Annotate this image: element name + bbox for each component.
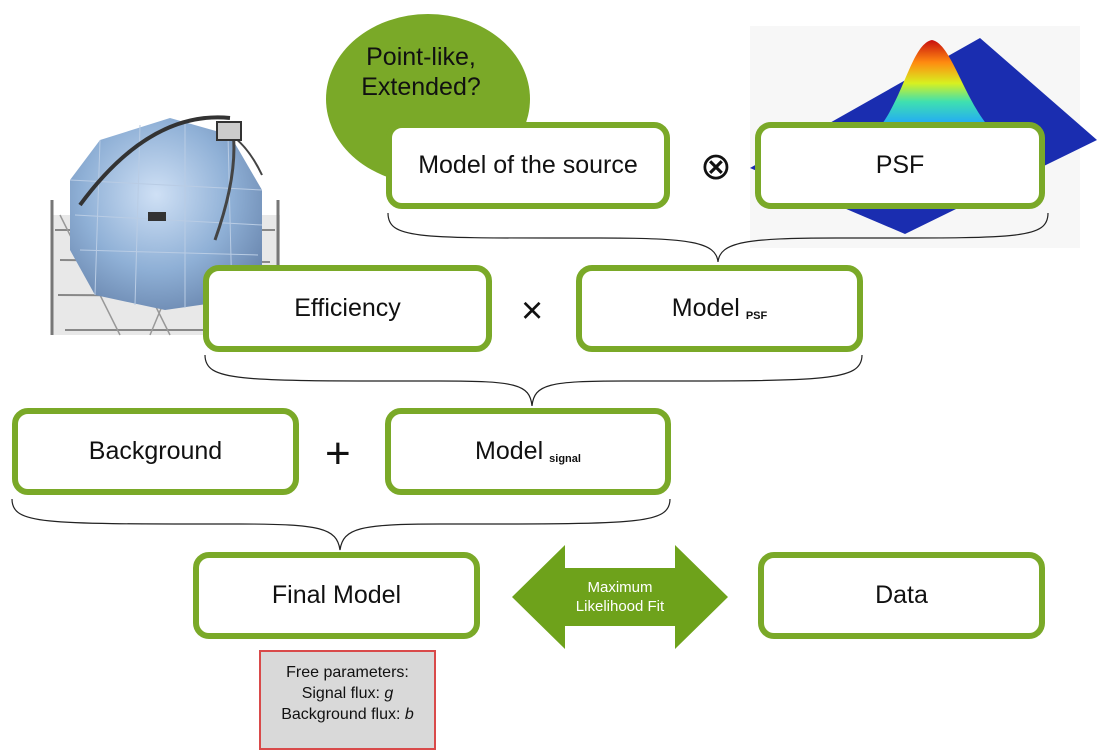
efficiency-label: Efficiency	[294, 294, 401, 322]
brace-row3	[11, 498, 671, 551]
telescope-arch	[78, 115, 263, 241]
bubble-text: Point-like, Extended?	[361, 43, 481, 101]
multiplication-operator: ×	[521, 290, 544, 332]
arrow-label-line1: Maximum	[587, 579, 653, 596]
model-psf-box: Model PSF	[576, 265, 863, 352]
background-label: Background	[88, 437, 223, 465]
maximum-likelihood-arrow	[512, 545, 728, 649]
background-box: Background	[12, 408, 299, 495]
psf-label: PSF	[875, 151, 925, 179]
params-background-var: b	[404, 706, 414, 723]
psf-box: PSF	[755, 122, 1045, 209]
efficiency-box: Efficiency	[203, 265, 492, 352]
model-psf-label: Model	[671, 294, 740, 322]
params-title: Free parameters:	[286, 664, 409, 681]
plus-operator: +	[325, 429, 351, 478]
model-of-source-label: Model of the source	[418, 151, 638, 179]
arrow-label-line2: Likelihood Fit	[575, 598, 665, 615]
free-parameters-box: Free parameters: Signal flux: g Backgrou…	[259, 650, 436, 750]
data-label: Data	[875, 581, 928, 609]
model-of-source-box: Model of the source	[386, 122, 670, 209]
model-psf-subscript: PSF	[745, 309, 768, 322]
convolution-operator: ⊗	[700, 146, 732, 188]
params-signal-var: g	[384, 685, 394, 702]
telescope-dish	[69, 118, 263, 310]
brace-row2	[204, 354, 863, 407]
params-signal-prefix: Signal flux:	[301, 685, 385, 702]
maximum-likelihood-label: Maximum Likelihood Fit	[560, 578, 680, 616]
final-model-box: Final Model	[193, 552, 480, 639]
brace-row1	[387, 212, 1049, 263]
model-signal-subscript: signal	[549, 452, 581, 465]
final-model-label: Final Model	[271, 581, 402, 609]
model-signal-box: Model signal	[385, 408, 671, 495]
data-box: Data	[758, 552, 1045, 639]
params-background-prefix: Background flux:	[281, 706, 405, 723]
model-signal-label: Model	[475, 437, 544, 465]
params-background: Background flux: b	[261, 704, 434, 725]
params-signal: Signal flux: g	[261, 683, 434, 704]
